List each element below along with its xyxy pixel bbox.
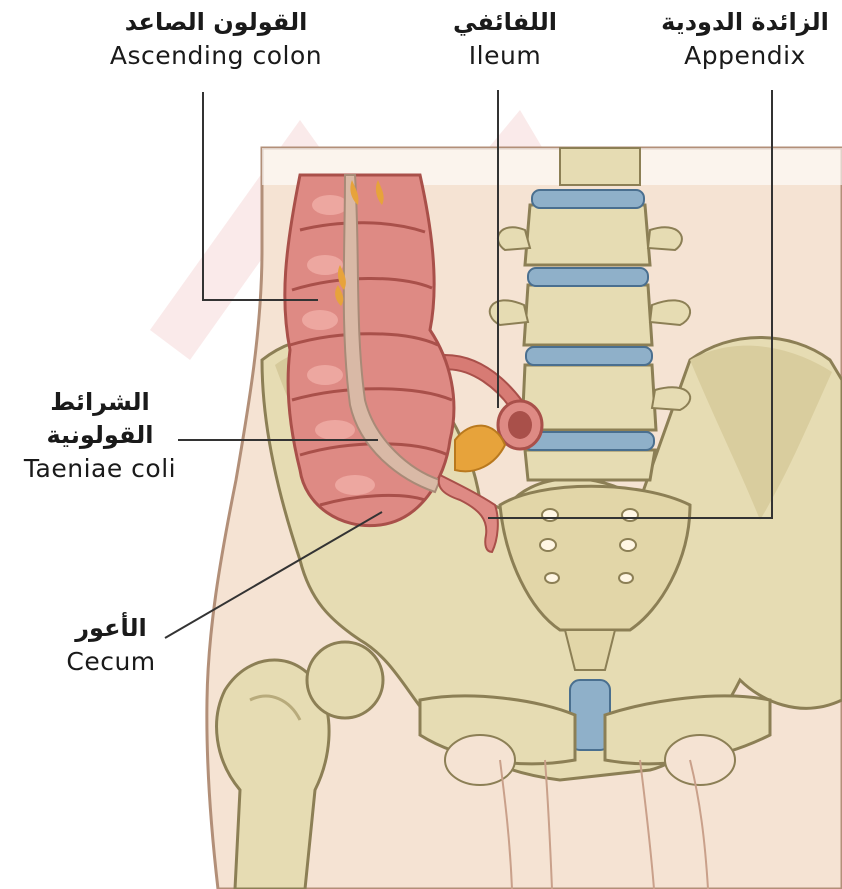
label-ileum-en: Ileum <box>430 39 580 72</box>
label-ileum-ar: اللفائفي <box>430 6 580 39</box>
label-appendix-en: Appendix <box>650 39 840 72</box>
label-taeniae-coli: الشرائط القولونية Taeniae coli <box>0 386 200 485</box>
label-taeniae-coli-ar-2: القولونية <box>0 419 200 452</box>
label-cecum: الأعور Cecum <box>46 612 176 678</box>
label-ileum: اللفائفي Ileum <box>430 6 580 72</box>
label-ascending-colon-en: Ascending colon <box>86 39 346 72</box>
label-cecum-en: Cecum <box>46 645 176 678</box>
label-appendix-ar: الزائدة الدودية <box>650 6 840 39</box>
label-taeniae-coli-ar-1: الشرائط <box>0 386 200 419</box>
label-ascending-colon-ar: القولون الصاعد <box>86 6 346 39</box>
label-ascending-colon: القولون الصاعد Ascending colon <box>86 6 346 72</box>
label-taeniae-coli-en: Taeniae coli <box>0 452 200 485</box>
ascending-colon <box>285 175 454 526</box>
label-cecum-ar: الأعور <box>46 612 176 645</box>
label-appendix: الزائدة الدودية Appendix <box>650 6 840 72</box>
